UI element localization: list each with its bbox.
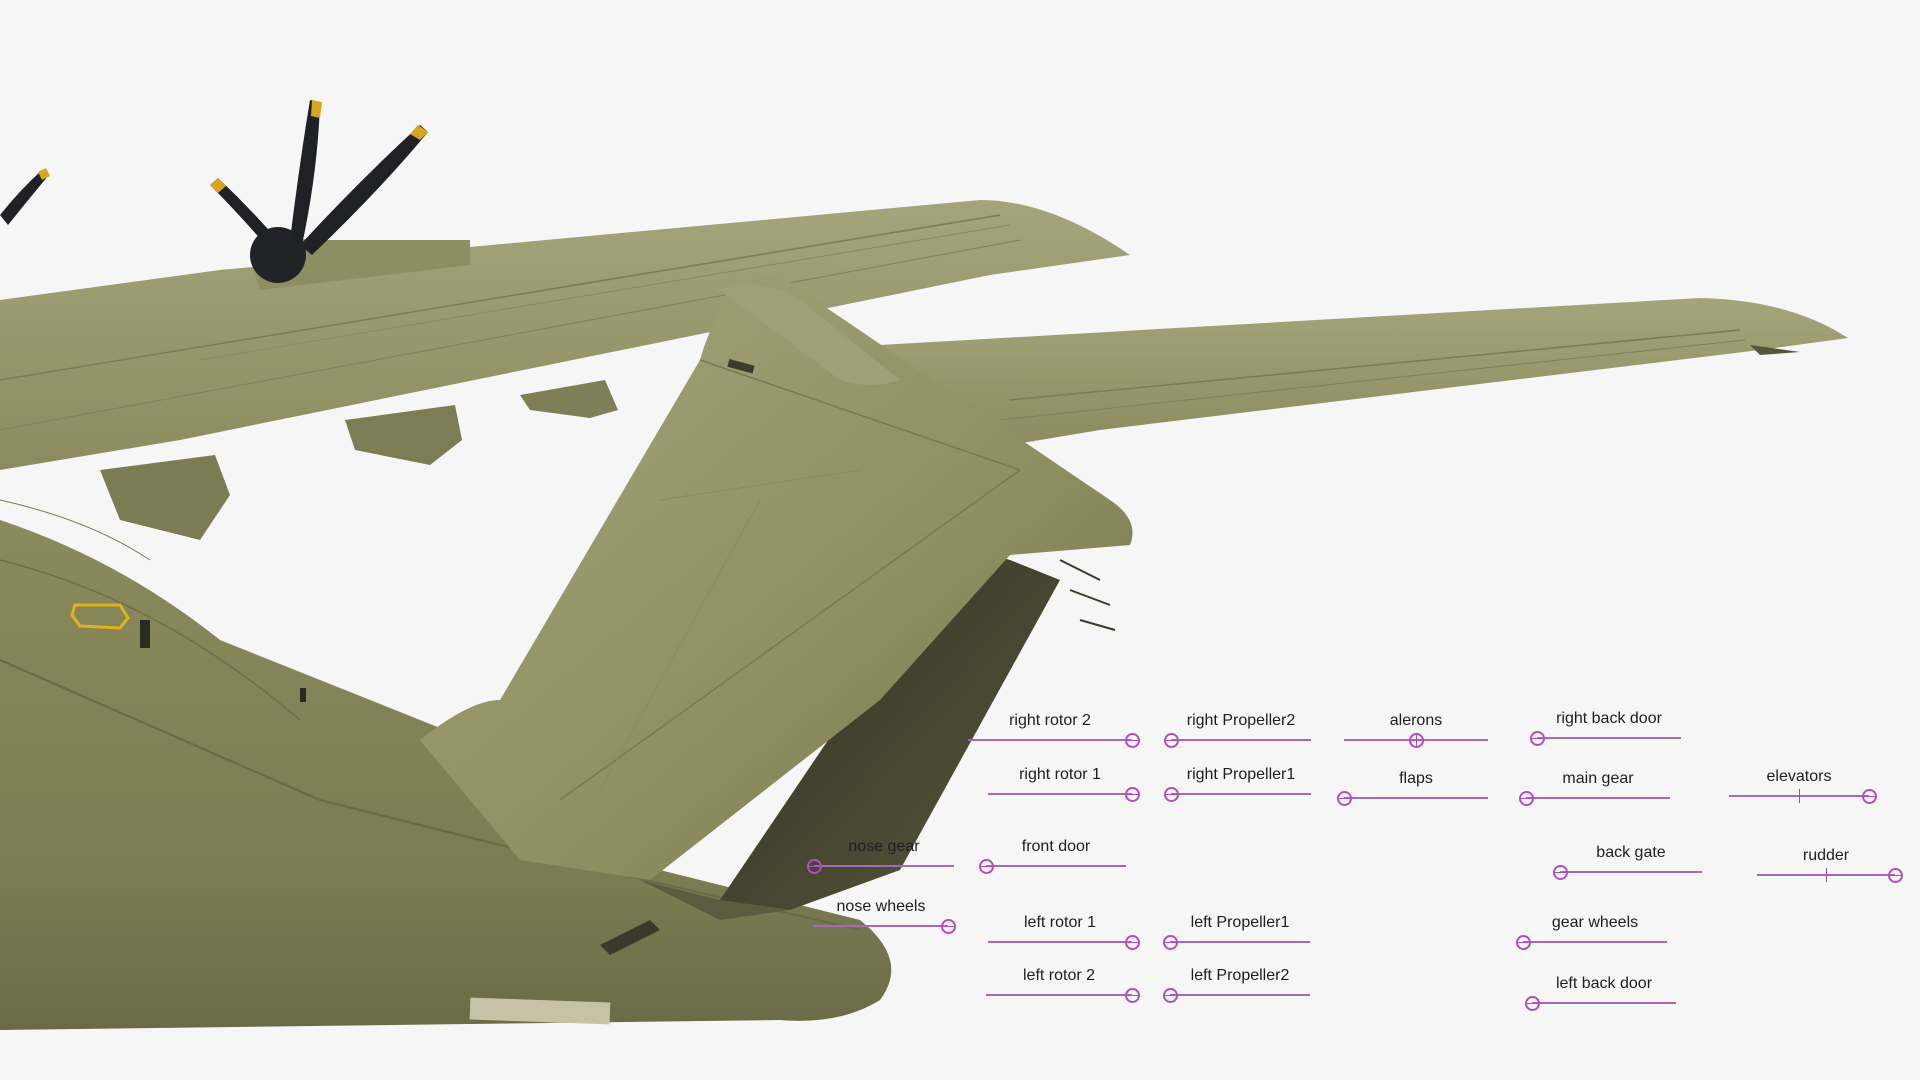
alerons-slider[interactable]: alerons [1344,712,1488,752]
left-rotor-1-track[interactable] [988,941,1132,943]
right-propeller1-knob[interactable] [1164,787,1179,802]
right-propeller1-slider[interactable]: right Propeller1 [1164,766,1311,806]
right-rotor-2-knob[interactable] [1125,733,1140,748]
left-propeller2-slider[interactable]: left Propeller2 [1163,967,1310,1007]
cargo-ramp [640,545,1060,920]
right-rotor-1-slider[interactable]: right rotor 1 [988,766,1140,806]
left-back-door-label: left back door [1555,975,1653,992]
right-wing [880,298,1848,450]
front-door-slider[interactable]: front door [979,838,1126,878]
nose-gear-knob[interactable] [807,859,822,874]
gear-wheels-track[interactable] [1523,941,1667,943]
back-gate-track[interactable] [1560,871,1702,873]
rudder-label: rudder [1802,847,1850,864]
right-propeller2-slider[interactable]: right Propeller2 [1164,712,1311,752]
left-propeller2-track[interactable] [1170,994,1310,996]
left-rotor-2-track[interactable] [986,994,1132,996]
main-gear-label: main gear [1562,770,1634,787]
left-propeller1-track[interactable] [1170,941,1310,943]
right-rotor-2-slider[interactable]: right rotor 2 [968,712,1140,752]
right-propeller1-label: right Propeller1 [1186,766,1296,783]
left-propeller1-label: left Propeller1 [1190,914,1290,931]
front-door-knob[interactable] [979,859,994,874]
propeller-outer-engine [0,168,50,225]
right-rotor-2-track[interactable] [968,739,1132,741]
rudder-knob[interactable] [1888,868,1903,883]
left-propeller1-knob[interactable] [1163,935,1178,950]
elevators-slider[interactable]: elevators [1729,768,1877,808]
elevators-knob[interactable] [1862,789,1877,804]
left-propeller1-slider[interactable]: left Propeller1 [1163,914,1310,954]
right-rotor-1-label: right rotor 1 [1019,766,1101,783]
rudder-center-tick [1826,868,1827,882]
flaps-slider[interactable]: flaps [1337,770,1488,810]
right-propeller2-track[interactable] [1171,739,1311,741]
back-gate-knob[interactable] [1553,865,1568,880]
left-back-door-slider[interactable]: left back door [1525,975,1676,1015]
nose-gear-slider[interactable]: nose gear [807,838,954,878]
nose-wheels-label: nose wheels [836,898,926,915]
left-rotor-2-knob[interactable] [1125,988,1140,1003]
back-gate-label: back gate [1596,844,1666,861]
nose-wheels-track[interactable] [814,925,948,927]
left-rotor-1-label: left rotor 1 [1023,914,1097,931]
left-rotor-1-slider[interactable]: left rotor 1 [988,914,1140,954]
nose-gear-label: nose gear [848,838,920,855]
front-door-label: front door [1021,838,1091,855]
elevators-center-tick [1799,789,1800,803]
main-gear-knob[interactable] [1519,791,1534,806]
alerons-label: alerons [1389,712,1443,729]
right-back-door-slider[interactable]: right back door [1530,710,1681,750]
right-back-door-label: right back door [1556,710,1662,727]
right-rotor-1-track[interactable] [988,793,1132,795]
engine-nacelles [100,239,618,540]
gear-wheels-label: gear wheels [1551,914,1639,931]
alerons-knob[interactable] [1409,733,1424,748]
right-back-door-knob[interactable] [1530,731,1545,746]
flaps-label: flaps [1399,770,1433,787]
elevators-label: elevators [1766,768,1832,785]
gear-wheels-slider[interactable]: gear wheels [1516,914,1667,954]
back-gate-slider[interactable]: back gate [1553,844,1702,884]
flaps-track[interactable] [1344,797,1488,799]
left-rotor-2-label: left rotor 2 [1022,967,1096,984]
fuselage [0,499,892,1030]
right-back-door-track[interactable] [1537,737,1681,739]
left-propeller2-label: left Propeller2 [1190,967,1290,984]
nose-wheels-knob[interactable] [941,919,956,934]
main-gear-track[interactable] [1526,797,1670,799]
nose-wheels-slider[interactable]: nose wheels [814,898,956,938]
left-rotor-1-knob[interactable] [1125,935,1140,950]
rudder-slider[interactable]: rudder [1757,847,1903,887]
right-propeller1-track[interactable] [1171,793,1311,795]
propeller-left-engine [210,100,428,283]
right-rotor-2-label: right rotor 2 [1009,712,1091,729]
left-back-door-knob[interactable] [1525,996,1540,1011]
right-propeller2-knob[interactable] [1164,733,1179,748]
left-propeller2-knob[interactable] [1163,988,1178,1003]
left-rotor-2-slider[interactable]: left rotor 2 [986,967,1140,1007]
tail-fin [420,277,1133,880]
front-door-track[interactable] [986,865,1126,867]
flaps-knob[interactable] [1337,791,1352,806]
right-propeller2-label: right Propeller2 [1186,712,1296,729]
right-rotor-1-knob[interactable] [1125,787,1140,802]
gear-wheels-knob[interactable] [1516,935,1531,950]
main-gear-slider[interactable]: main gear [1519,770,1670,810]
nose-gear-track[interactable] [814,865,954,867]
left-back-door-track[interactable] [1532,1002,1676,1004]
